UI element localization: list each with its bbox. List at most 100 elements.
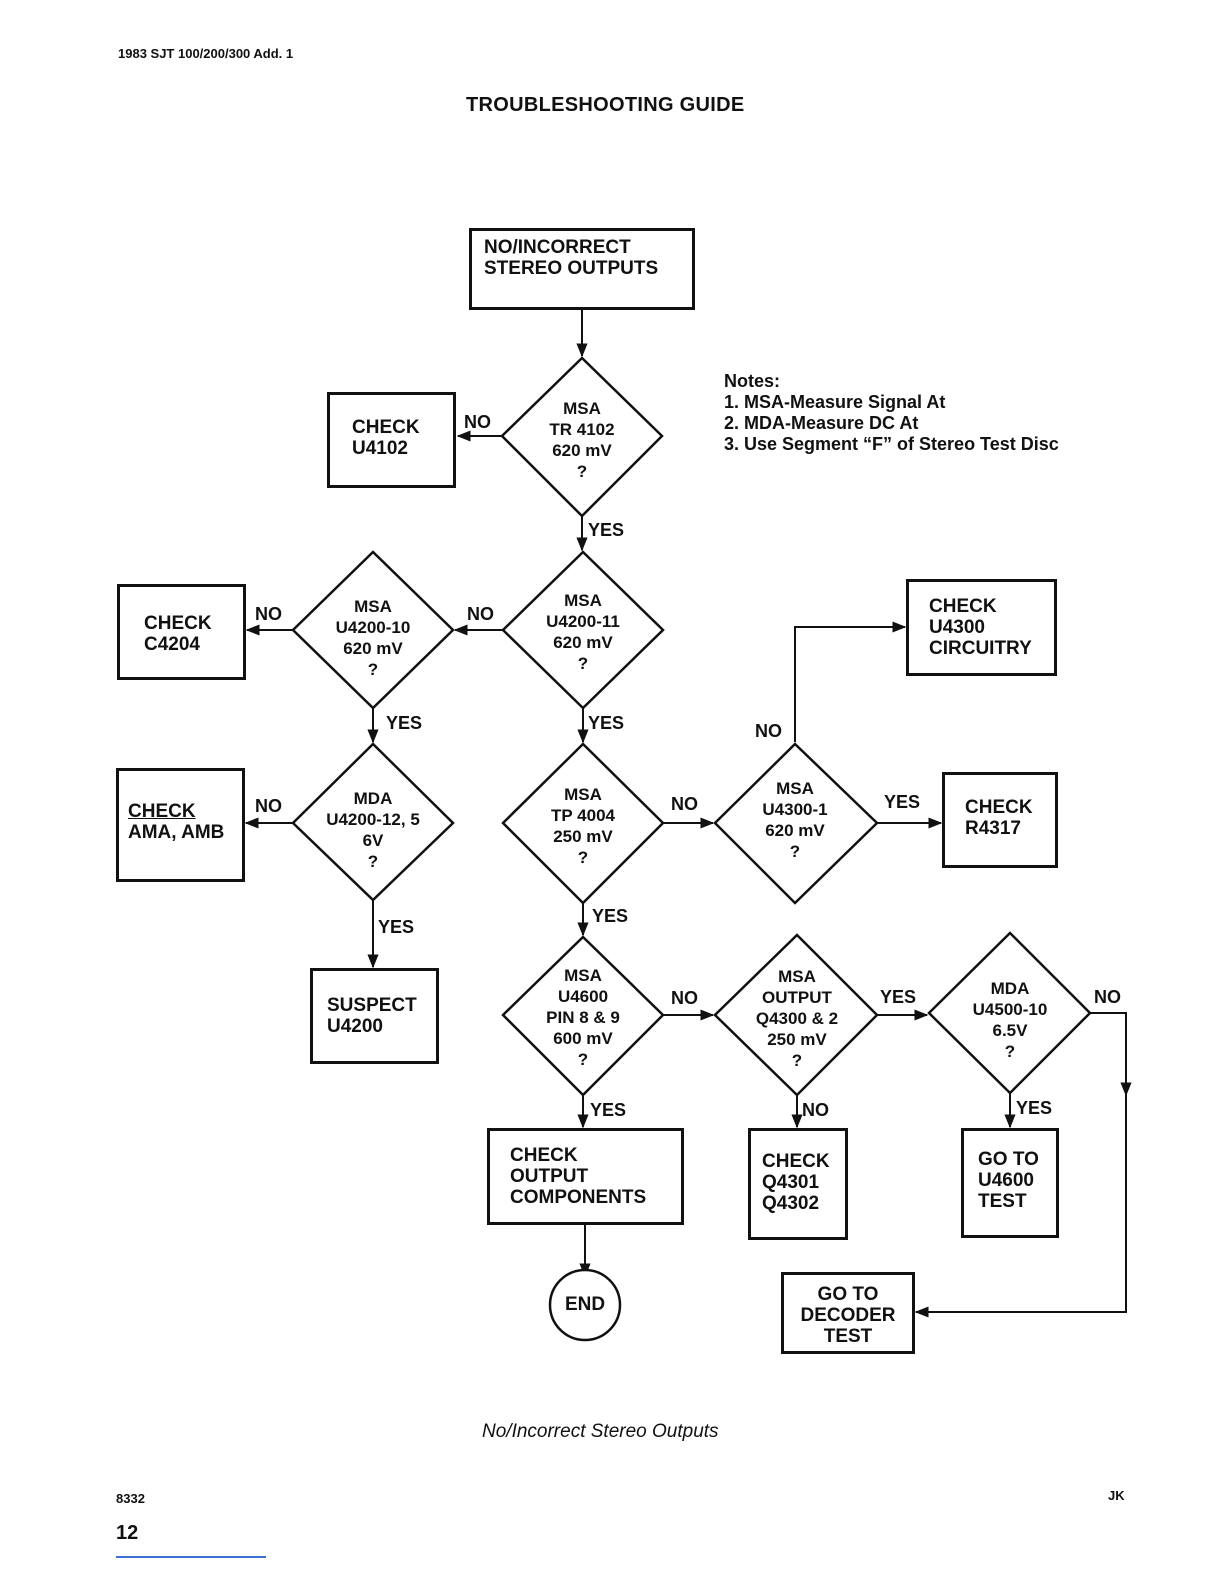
footer-rule — [116, 1556, 266, 1558]
check-u4102-line-2: U4102 — [352, 438, 408, 459]
check-u4102-line-1: CHECK — [352, 417, 420, 438]
check-c4204-line-1: CHECK — [144, 613, 212, 634]
branch-label-yes: YES — [880, 987, 917, 1007]
decision-line: MSA — [564, 591, 602, 610]
branch-label-yes: YES — [884, 792, 921, 812]
branch-label-yes: YES — [590, 1100, 627, 1120]
check-c4204-line-2: C4204 — [144, 634, 200, 655]
goto-u4600-line-2: U4600 — [978, 1170, 1034, 1191]
decision-u4200-11-text: MSA U4200-11 620 mV ? — [528, 590, 638, 674]
branch-label-no: NO — [671, 794, 698, 814]
decision-u4300-1-text: MSA U4300-1 620 mV ? — [745, 778, 845, 862]
branch-label-no: NO — [671, 988, 698, 1008]
branch-label-yes: YES — [378, 917, 415, 937]
decision-line: 250 mV — [767, 1030, 827, 1049]
check-u4300-line-1: CHECK — [929, 596, 997, 617]
note-item: 3. Use Segment “F” of Stereo Test Disc — [724, 434, 1059, 454]
check-u4300-line-2: U4300 — [929, 617, 985, 638]
decision-line: PIN 8 & 9 — [546, 1008, 620, 1027]
suspect-u4200-line-2: U4200 — [327, 1016, 383, 1037]
branch-label-no: NO — [255, 796, 282, 816]
decision-diamond — [291, 742, 455, 902]
goto-decoder-line-2: DECODER — [800, 1305, 896, 1326]
decision-line: Q4300 & 2 — [755, 1009, 839, 1028]
decision-line: ? — [577, 848, 589, 867]
notes-heading: Notes: — [724, 371, 781, 391]
branch-label-yes: YES — [1016, 1098, 1053, 1118]
start-box: NO/INCORRECT STEREO OUTPUTS — [469, 228, 695, 310]
decision-tr4102-text: MSA TR 4102 620 mV ? — [532, 398, 632, 482]
goto-decoder-box: GO TO DECODER TEST — [781, 1272, 915, 1354]
note-item: 1. MSA-Measure Signal At — [724, 392, 946, 412]
check-output-line-2: OUTPUT — [510, 1166, 589, 1187]
check-ama-amb-box: CHECK AMA, AMB — [116, 768, 245, 882]
decision-line: ? — [577, 1050, 589, 1069]
decision-line: 6.5V — [992, 1021, 1028, 1040]
check-r4317-box: CHECK R4317 — [942, 772, 1058, 868]
check-q4301-line-2: Q4301 — [762, 1172, 820, 1193]
decision-diamond — [713, 933, 879, 1097]
note-item: 2. MDA-Measure DC At — [724, 413, 919, 433]
suspect-u4200-line-1: SUSPECT — [327, 995, 417, 1016]
decision-line: U4300-1 — [762, 800, 828, 819]
decision-tp4004-text: MSA TP 4004 250 mV ? — [533, 784, 633, 868]
decision-line: U4200-11 — [546, 612, 620, 631]
branch-label-yes: YES — [588, 520, 625, 540]
branch-label-no: NO — [464, 412, 491, 432]
goto-decoder-line-1: GO TO — [817, 1284, 879, 1305]
end-circle — [548, 1268, 622, 1342]
decision-line: OUTPUT — [762, 988, 832, 1007]
branch-label-no: NO — [802, 1100, 829, 1120]
decision-line: TP 4004 — [551, 806, 615, 825]
check-q4301-box: CHECK Q4301 Q4302 — [748, 1128, 848, 1240]
decision-line: MSA — [354, 597, 392, 616]
check-output-box: CHECK OUTPUT COMPONENTS — [487, 1128, 684, 1225]
check-q4301-line-3: Q4302 — [762, 1193, 820, 1214]
decision-line: ? — [1004, 1042, 1016, 1061]
decision-line: 620 mV — [343, 639, 403, 658]
decision-line: U4500-10 — [972, 1000, 1048, 1019]
branch-label-yes: YES — [588, 713, 625, 733]
check-q4301-line-1: CHECK — [762, 1151, 830, 1172]
goto-u4600-line-1: GO TO — [978, 1149, 1039, 1170]
edge-u4500-no — [1088, 1012, 1132, 1097]
branch-label-yes: YES — [592, 906, 629, 926]
footer-code: 8332 — [116, 1491, 145, 1506]
decision-diamond — [291, 550, 455, 710]
decision-line: MSA — [778, 967, 816, 986]
start-line-2: STEREO OUTPUTS — [484, 258, 659, 279]
decision-line: ? — [577, 654, 589, 673]
suspect-u4200-box: SUSPECT U4200 — [310, 968, 439, 1064]
decision-line: 600 mV — [553, 1029, 613, 1048]
decision-line: MDA — [353, 789, 393, 808]
edge-u4300-1-no — [794, 621, 907, 742]
decision-line: U4600 — [557, 987, 609, 1006]
decision-line: MSA — [563, 399, 601, 418]
decision-diamond — [927, 931, 1092, 1095]
branch-label-no: NO — [1094, 987, 1121, 1007]
decision-u4200-12-text: MDA U4200-12, 5 6V ? — [308, 788, 438, 872]
decision-line: MSA — [564, 966, 602, 985]
decision-line: MSA — [564, 785, 602, 804]
decision-line: U4200-12, 5 — [326, 810, 420, 829]
decision-line: ? — [791, 1051, 803, 1070]
decision-diamond — [713, 742, 879, 905]
decision-line: MSA — [776, 779, 814, 798]
check-u4300-box: CHECK U4300 CIRCUITRY — [906, 579, 1057, 676]
check-r4317-line-1: CHECK — [965, 797, 1033, 818]
decision-diamond — [501, 935, 665, 1097]
figure-caption: No/Incorrect Stereo Outputs — [482, 1421, 719, 1442]
start-line-1: NO/INCORRECT — [484, 237, 631, 258]
decision-u4600-text: MSA U4600 PIN 8 & 9 600 mV ? — [528, 965, 638, 1070]
decision-line: 6V — [362, 831, 384, 850]
goto-u4600-box: GO TO U4600 TEST — [961, 1128, 1059, 1238]
decision-line: TR 4102 — [549, 420, 615, 439]
check-output-line-1: CHECK — [510, 1145, 578, 1166]
branch-label-no: NO — [467, 604, 494, 624]
decision-diamond — [500, 356, 664, 518]
branch-label-yes: YES — [386, 713, 423, 733]
decision-line: ? — [576, 462, 588, 481]
notes-block: Notes: 1. MSA-Measure Signal At 2. MDA-M… — [724, 371, 1059, 455]
check-r4317-line-2: R4317 — [965, 818, 1021, 839]
